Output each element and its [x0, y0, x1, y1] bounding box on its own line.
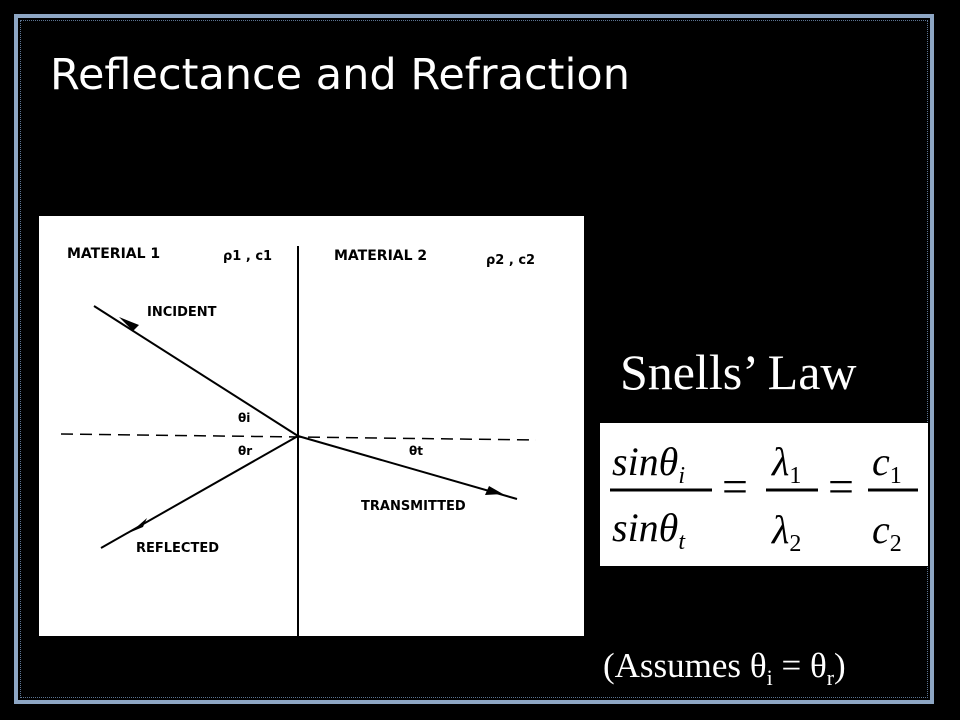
incident-label: INCIDENT [147, 305, 217, 320]
material1-props: ρ1 , c1 [223, 249, 272, 264]
denominator-sin-theta-t: sinθt [612, 505, 686, 555]
slide-frame-inner [20, 20, 928, 698]
numerator-c1: c1 [872, 439, 902, 489]
theta-t-label: θt [409, 444, 423, 458]
assumption-prefix: (Assumes [603, 646, 750, 685]
incident-ray [93, 305, 299, 437]
incident-arrowhead [119, 317, 139, 331]
snells-law-equation: sinθi sinθt = λ1 λ2 = c1 c2 [600, 423, 928, 566]
reflected-arrowhead [131, 518, 147, 532]
slide-frame [14, 14, 934, 704]
assumption-theta-r: θ [809, 646, 827, 685]
transmitted-ray [297, 435, 518, 500]
material1-label: MATERIAL 1 [67, 246, 160, 262]
slide-title: Reflectance and Refraction [50, 50, 630, 100]
equation-svg: sinθi sinθt = λ1 λ2 = c1 c2 [610, 439, 918, 557]
material2-label: MATERIAL 2 [334, 248, 427, 264]
denominator-c2: c2 [872, 507, 902, 557]
transmitted-arrowhead [485, 486, 503, 495]
assumption-theta-i: θ [749, 646, 767, 685]
law-title: Snells’ Law [620, 344, 857, 400]
material2-props: ρ2 , c2 [486, 253, 535, 268]
assumption-equals: = [772, 646, 810, 685]
refraction-diagram-svg: MATERIAL 1 ρ1 , c1 MATERIAL 2 ρ2 , c2 IN… [60, 246, 537, 636]
theta-i-label: θi [238, 411, 250, 425]
assumption-sub-r: r [826, 665, 835, 690]
equals-sign-2: = [828, 461, 854, 512]
refraction-diagram: MATERIAL 1 ρ1 , c1 MATERIAL 2 ρ2 , c2 IN… [39, 216, 584, 636]
numerator-lambda-1: λ1 [771, 439, 801, 489]
equals-sign-1: = [722, 461, 748, 512]
assumption-sub-i: i [766, 665, 773, 690]
numerator-sin-theta-i: sinθi [612, 439, 685, 489]
reflected-ray [100, 435, 299, 549]
reflected-label: REFLECTED [136, 541, 219, 556]
transmitted-label: TRANSMITTED [361, 499, 466, 514]
assumption-note: (Assumes θi = θr) [603, 646, 846, 691]
denominator-lambda-2: λ2 [771, 507, 801, 557]
assumption-suffix: ) [834, 646, 846, 685]
theta-r-label: θr [238, 444, 252, 458]
